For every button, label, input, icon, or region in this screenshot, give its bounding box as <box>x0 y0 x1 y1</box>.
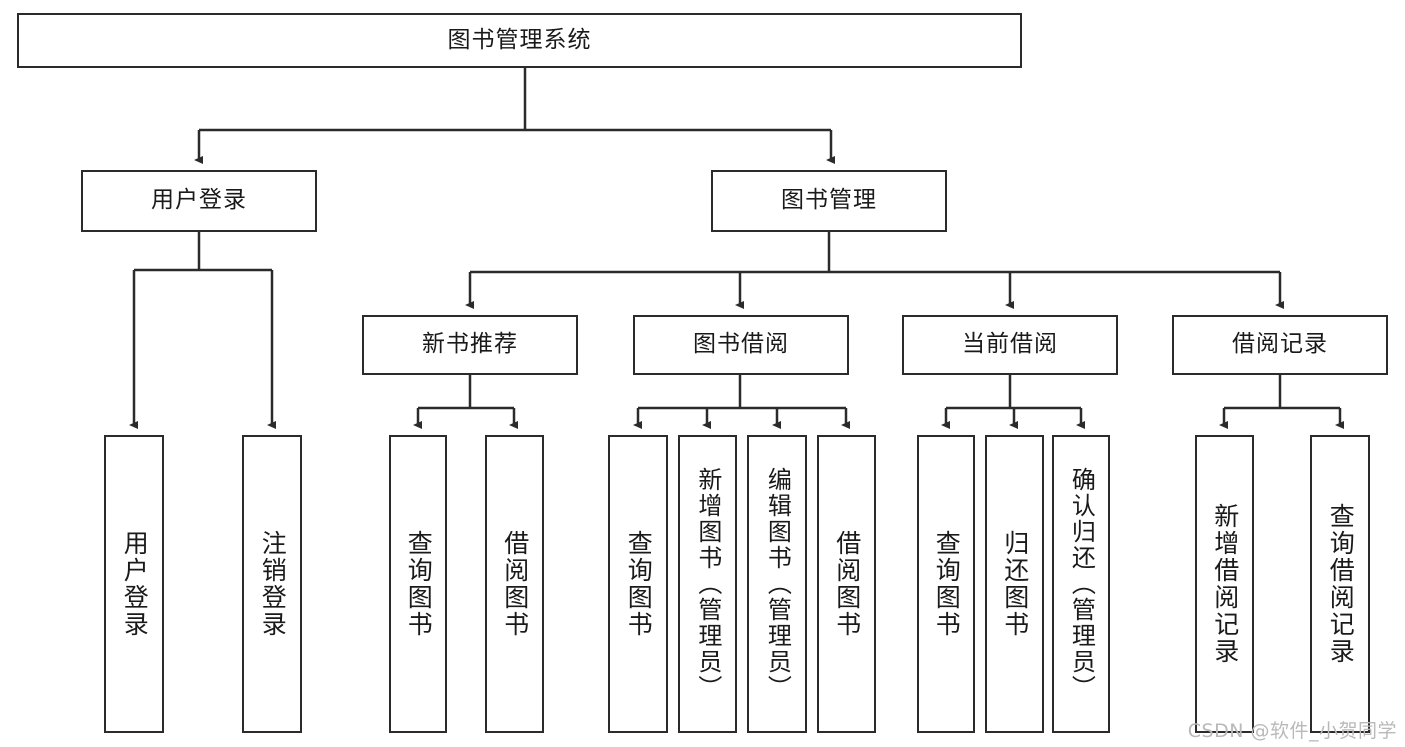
node-leaf-query-book-3-label: 查询图书 <box>932 530 962 638</box>
node-leaf-user-logout[interactable]: 注销登录 <box>242 435 302 733</box>
node-leaf-query-book-3[interactable]: 查询图书 <box>917 435 975 733</box>
node-leaf-edit-book[interactable]: 编辑图书（管理员） <box>747 435 807 733</box>
node-book-manage[interactable]: 图书管理 <box>711 170 947 232</box>
node-leaf-confirm-return-label: 确认归还（管理员） <box>1067 467 1096 701</box>
node-leaf-user-login[interactable]: 用户登录 <box>104 435 164 733</box>
node-current-borrow[interactable]: 当前借阅 <box>902 315 1118 375</box>
node-new-book-recommend-label: 新书推荐 <box>422 331 518 358</box>
watermark: CSDN @软件_小贺同学 <box>1187 720 1397 742</box>
node-borrow-record[interactable]: 借阅记录 <box>1172 315 1388 375</box>
node-leaf-query-book-1[interactable]: 查询图书 <box>389 435 447 733</box>
node-leaf-user-logout-label: 注销登录 <box>258 530 288 638</box>
node-leaf-add-record[interactable]: 新增借阅记录 <box>1195 435 1254 733</box>
node-leaf-user-login-label: 用户登录 <box>120 530 150 638</box>
node-leaf-borrow-book-1-label: 借阅图书 <box>500 530 530 638</box>
node-leaf-borrow-book-2[interactable]: 借阅图书 <box>817 435 876 733</box>
node-leaf-query-record-label: 查询借阅记录 <box>1326 503 1356 665</box>
node-root[interactable]: 图书管理系统 <box>17 13 1022 68</box>
node-leaf-edit-book-label: 编辑图书（管理员） <box>763 467 792 701</box>
node-leaf-add-book[interactable]: 新增图书（管理员） <box>678 435 737 733</box>
node-borrow-record-label: 借阅记录 <box>1232 331 1328 358</box>
node-leaf-borrow-book-2-label: 借阅图书 <box>832 530 862 638</box>
node-root-label: 图书管理系统 <box>447 26 592 53</box>
node-leaf-return-book[interactable]: 归还图书 <box>985 435 1044 733</box>
node-user-login[interactable]: 用户登录 <box>81 170 317 232</box>
node-user-login-label: 用户登录 <box>151 187 247 214</box>
node-leaf-return-book-label: 归还图书 <box>1000 530 1030 638</box>
node-leaf-query-record[interactable]: 查询借阅记录 <box>1310 435 1370 733</box>
node-leaf-query-book-2[interactable]: 查询图书 <box>608 435 668 733</box>
node-leaf-add-book-label: 新增图书（管理员） <box>693 467 722 701</box>
node-book-borrow[interactable]: 图书借阅 <box>633 315 849 375</box>
node-leaf-borrow-book-1[interactable]: 借阅图书 <box>485 435 544 733</box>
node-leaf-query-book-1-label: 查询图书 <box>404 530 434 638</box>
node-new-book-recommend[interactable]: 新书推荐 <box>362 315 578 375</box>
node-leaf-add-record-label: 新增借阅记录 <box>1210 503 1240 665</box>
node-leaf-confirm-return[interactable]: 确认归还（管理员） <box>1052 435 1110 733</box>
node-book-manage-label: 图书管理 <box>781 187 877 214</box>
node-current-borrow-label: 当前借阅 <box>962 331 1058 358</box>
node-book-borrow-label: 图书借阅 <box>693 331 789 358</box>
node-leaf-query-book-2-label: 查询图书 <box>624 530 654 638</box>
